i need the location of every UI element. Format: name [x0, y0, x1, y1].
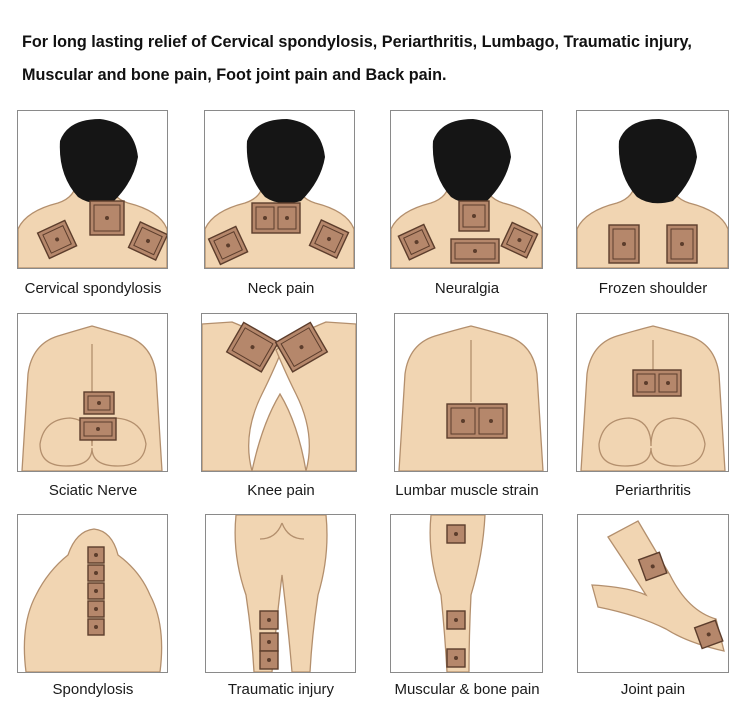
- header-text: For long lasting relief of Cervical spon…: [22, 26, 737, 92]
- illustration-traumatic-injury: [205, 514, 356, 673]
- caption-lumbar-muscle-strain: Lumbar muscle strain: [395, 482, 539, 499]
- caption-traumatic-injury: Traumatic injury: [227, 681, 335, 698]
- caption-neck-pain: Neck pain: [247, 280, 315, 297]
- illustration-muscular-bone-pain: [390, 514, 543, 673]
- caption-spondylosis: Spondylosis: [52, 681, 134, 698]
- caption-frozen-shoulder: Frozen shoulder: [598, 280, 708, 297]
- illustration-frozen-shoulder: [576, 110, 729, 269]
- header-line-1: For long lasting relief of Cervical spon…: [22, 33, 692, 51]
- caption-neuralgia: Neuralgia: [434, 280, 500, 297]
- header-line-2: Muscular and bone pain, Foot joint pain …: [22, 66, 447, 84]
- caption-sciatic-nerve: Sciatic Nerve: [48, 482, 138, 499]
- illustration-spondylosis: [17, 514, 168, 673]
- illustration-sciatic-nerve: [17, 313, 168, 472]
- illustration-neuralgia: [390, 110, 543, 269]
- illustration-lumbar-muscle-strain: [394, 313, 548, 472]
- illustration-neck-pain: [204, 110, 355, 269]
- illustration-knee-pain: [201, 313, 357, 472]
- caption-cervical-spondylosis: Cervical spondylosis: [24, 280, 162, 297]
- caption-knee-pain: Knee pain: [247, 482, 315, 499]
- caption-periarthritis: Periarthritis: [615, 482, 691, 499]
- caption-muscular-bone-pain: Muscular & bone pain: [394, 681, 540, 698]
- caption-joint-pain: Joint pain: [620, 681, 686, 698]
- illustration-cervical-spondylosis: [17, 110, 168, 269]
- illustration-periarthritis: [576, 313, 729, 472]
- illustration-joint-pain: [577, 514, 729, 673]
